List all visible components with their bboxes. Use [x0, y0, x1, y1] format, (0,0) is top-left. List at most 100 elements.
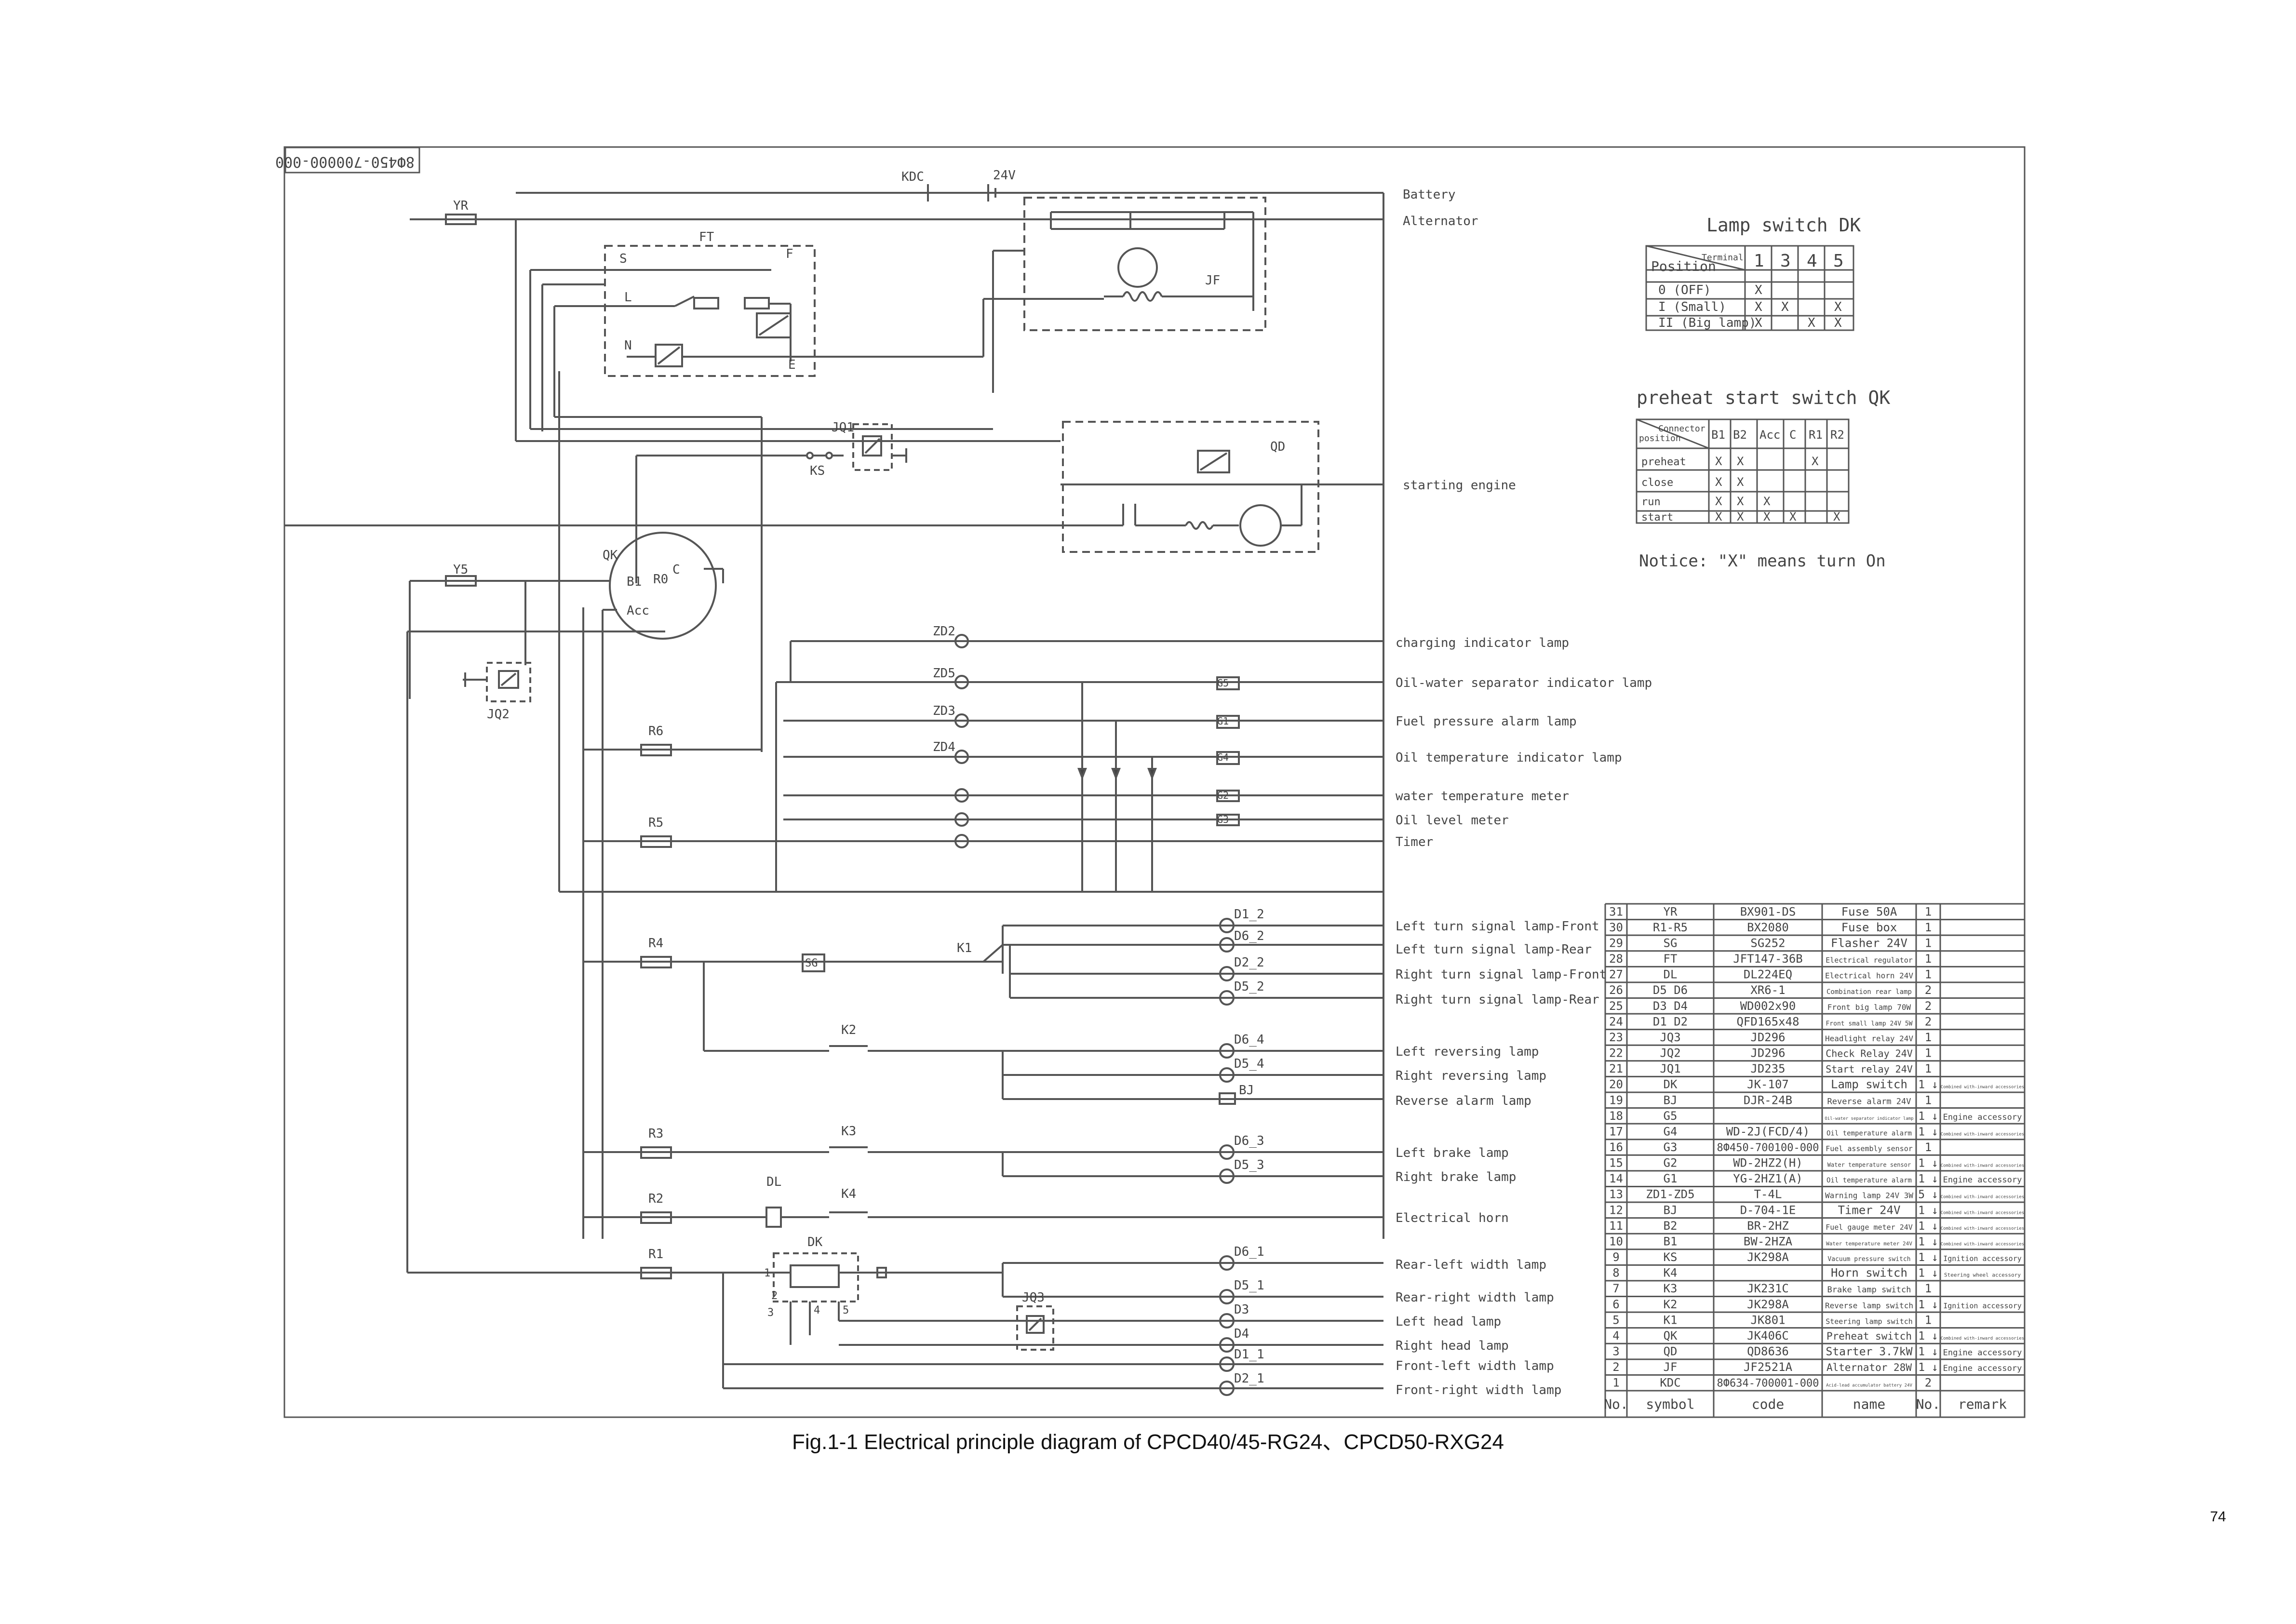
label-alternator: Alternator: [1403, 214, 1478, 228]
lamp-switch-grid: [1645, 245, 1854, 331]
parts-cell: B2: [1664, 1219, 1678, 1233]
parts-cell: 1: [1925, 936, 1932, 950]
parts-header: name: [1853, 1396, 1885, 1412]
label-d61: D6_1: [1234, 1245, 1264, 1259]
parts-cell: Engine accessory: [1943, 1175, 2022, 1185]
lamp-mark: X: [1755, 283, 1762, 297]
parts-cell: Steering lamp switch: [1826, 1317, 1913, 1326]
preheat-col-acc: Acc: [1759, 428, 1780, 442]
parts-cell: 7: [1612, 1282, 1619, 1295]
parts-cell: FT: [1664, 952, 1678, 966]
label-l: L: [624, 290, 632, 305]
label-oil-water: Oil-water separator indicator lamp: [1396, 676, 1652, 690]
parts-cell: 19: [1609, 1093, 1623, 1107]
label-d21: D2_1: [1234, 1371, 1264, 1386]
parts-cell: G3: [1664, 1141, 1678, 1154]
parts-cell: Timer 24V: [1838, 1203, 1900, 1217]
lamp-col-4: 4: [1807, 251, 1817, 271]
parts-cell: 21: [1609, 1062, 1623, 1075]
parts-cell: JK298A: [1747, 1250, 1789, 1264]
reversing-circuit: [703, 962, 1383, 1105]
parts-cell: 1 ↓: [1918, 1235, 1938, 1248]
parts-cell: Alternator 28W: [1826, 1362, 1912, 1373]
label-d51: D5_1: [1234, 1278, 1264, 1293]
lamp-row-2: II (Big lamp): [1658, 316, 1757, 330]
parts-cell: JD296: [1750, 1047, 1785, 1060]
parts-cell: 1: [1925, 952, 1932, 966]
parts-cell: K1: [1664, 1313, 1678, 1327]
label-zd3: ZD3: [933, 704, 955, 718]
lamp-col-5: 5: [1833, 251, 1844, 271]
preheat-mark: X: [1737, 455, 1744, 468]
lamp-mark: X: [1808, 316, 1815, 330]
parts-cell: 1: [1925, 1047, 1932, 1060]
preheat-mark: X: [1715, 510, 1722, 523]
parts-cell: JQ1: [1660, 1062, 1680, 1075]
label-rbrake: Right brake lamp: [1396, 1170, 1516, 1184]
preheat-col-r2: R2: [1830, 428, 1844, 442]
parts-cell: Start relay 24V: [1826, 1063, 1913, 1075]
parts-cell: JFT147-36B: [1733, 952, 1803, 966]
parts-cell: Combined with-inward accessories: [1941, 1226, 2024, 1231]
parts-cell: SG: [1664, 936, 1678, 950]
label-d3: D3: [1234, 1302, 1249, 1317]
parts-cell: 5: [1612, 1313, 1619, 1327]
parts-cell: 8Ф634-700001-000: [1717, 1378, 1819, 1390]
parts-header: code: [1752, 1396, 1784, 1412]
label-dl: DL: [766, 1175, 781, 1189]
preheat-mark: X: [1833, 510, 1840, 523]
parts-cell: DK: [1664, 1078, 1678, 1091]
alternator-feed: [410, 214, 1383, 441]
label-qk: QK: [603, 548, 618, 563]
parts-cell: JQ2: [1660, 1047, 1680, 1060]
parts-cell: K4: [1664, 1266, 1678, 1280]
preheat-mark: X: [1789, 510, 1797, 523]
parts-cell: Starter 3.7kW: [1826, 1346, 1912, 1358]
parts-cell: Engine accessory: [1943, 1364, 2022, 1373]
lamp-row-0: 0 (OFF): [1658, 283, 1711, 297]
label-rrev: Right reversing lamp: [1396, 1069, 1546, 1083]
figure-caption: Fig.1-1 Electrical principle diagram of …: [792, 1430, 1504, 1454]
parts-cell: WD-2J(FCD/4): [1726, 1125, 1810, 1138]
parts-header: symbol: [1646, 1396, 1694, 1412]
lamp-mark: X: [1755, 316, 1762, 330]
lamp-col-3: 3: [1780, 251, 1791, 271]
preheat-row-close: close: [1641, 477, 1673, 489]
parts-cell: 14: [1609, 1172, 1623, 1185]
parts-cell: Acid-lead accumulator battery 24V: [1826, 1383, 1912, 1388]
label-d12: D1_2: [1234, 907, 1264, 922]
parts-cell: D3 D4: [1653, 999, 1688, 1013]
parts-cell: Combined with-inward accessories: [1941, 1195, 2024, 1200]
label-battery: Battery: [1403, 188, 1456, 202]
preheat-row-start: start: [1641, 511, 1673, 523]
parts-cell: YG-2HZ1(A): [1733, 1172, 1803, 1185]
parts-cell: 1: [1925, 1313, 1932, 1327]
parts-cell: DJR-24B: [1744, 1093, 1792, 1107]
parts-cell: WD-2HZ2(H): [1733, 1156, 1803, 1170]
label-r3: R3: [648, 1127, 663, 1141]
parts-cell: Brake lamp switch: [1827, 1285, 1911, 1295]
parts-cell: 18: [1609, 1109, 1623, 1123]
label-zd4: ZD4: [933, 740, 955, 754]
preheat-col-b1: B1: [1711, 428, 1725, 442]
parts-cell: Combined with-inward accessories: [1941, 1210, 2024, 1215]
label-zd5: ZD5: [933, 666, 955, 681]
preheat-notice: Notice: "X" means turn On: [1639, 551, 1886, 571]
parts-cell: 1: [1925, 1282, 1932, 1295]
label-n: N: [624, 338, 632, 353]
check-relay-jq2: [463, 662, 531, 702]
label-k1: K1: [957, 941, 972, 955]
preheat-mark: X: [1715, 475, 1722, 489]
label-ks: KS: [810, 464, 825, 478]
parts-cell: Combined with-inward accessories: [1941, 1164, 2024, 1168]
parts-cell: Headlight relay 24V: [1825, 1034, 1913, 1043]
parts-cell: Electrical regulator: [1826, 956, 1913, 965]
drawing-frame: [283, 146, 2026, 1418]
parts-cell: Fuel gauge meter 24V: [1826, 1223, 1913, 1232]
preheat-mark: X: [1737, 510, 1744, 523]
parts-cell: Oil-water separator indicator lamp: [1825, 1116, 1913, 1121]
label-dk-4: 4: [814, 1304, 820, 1316]
parts-cell: YR: [1664, 905, 1678, 918]
parts-cell: QD: [1664, 1345, 1678, 1358]
